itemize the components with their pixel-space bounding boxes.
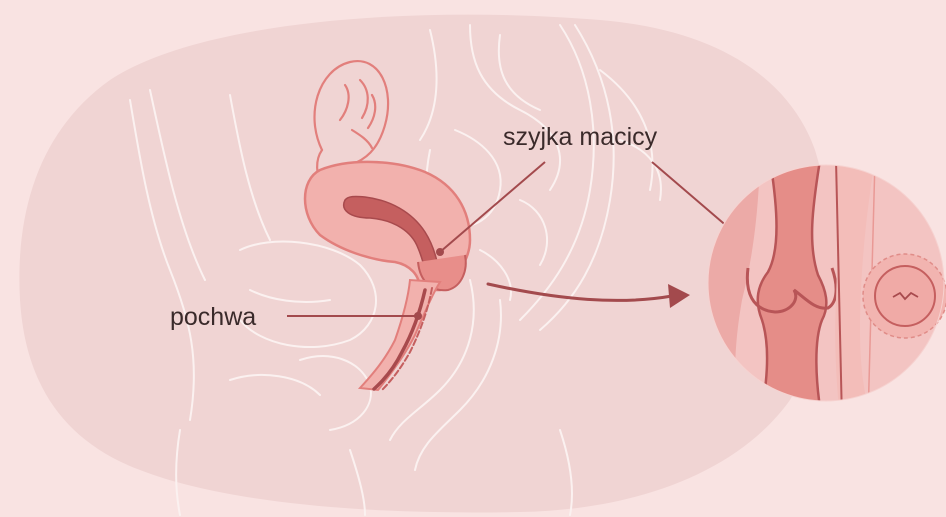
vagina-leader-dot (415, 313, 421, 319)
cervix-label: szyjka macicy (503, 123, 658, 151)
cervix-os-icon (863, 254, 946, 338)
vagina-label: pochwa (170, 303, 256, 331)
cervix-leader-dot-left (437, 249, 443, 255)
